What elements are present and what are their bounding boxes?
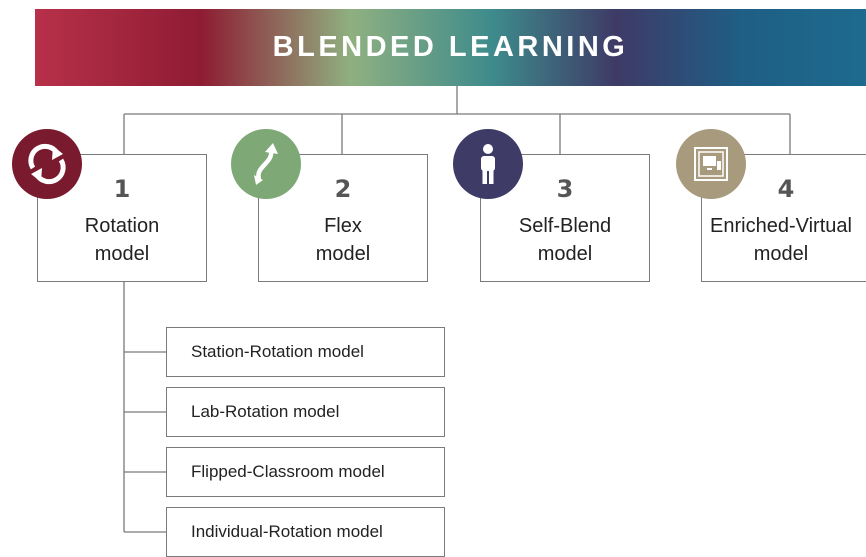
person-icon	[453, 129, 523, 199]
model-number: 3	[556, 175, 574, 203]
submodel-individual-rotation: Individual-Rotation model	[166, 507, 445, 557]
model-name-line2: model	[315, 243, 371, 265]
model-card-rotation: 1 Rotation model	[37, 154, 207, 282]
model-number: 4	[777, 175, 795, 203]
model-name: Enriched-Virtual model	[672, 212, 866, 268]
banner-title: BLENDED LEARNING	[272, 31, 629, 63]
model-name-line2: model	[94, 243, 150, 265]
rotation-cycle-icon	[12, 129, 82, 199]
model-name-line1: Rotation	[84, 215, 160, 237]
submodel-station-rotation: Station-Rotation model	[166, 327, 445, 377]
model-name-line1: Enriched-Virtual	[710, 215, 852, 237]
submodel-lab-rotation: Lab-Rotation model	[166, 387, 445, 437]
banner: BLENDED LEARNING	[35, 9, 866, 86]
model-name-line1: Self-Blend	[518, 215, 612, 237]
computer-screens-icon	[676, 129, 746, 199]
model-number: 1	[113, 175, 131, 203]
model-name-line1: Flex	[324, 215, 362, 237]
model-name: Flex model	[229, 212, 457, 268]
model-name-line2: model	[753, 243, 809, 265]
model-name: Self-Blend model	[451, 212, 679, 268]
model-name: Rotation model	[8, 212, 236, 268]
submodel-flipped-classroom: Flipped-Classroom model	[166, 447, 445, 497]
model-number: 2	[334, 175, 352, 203]
model-name-line2: model	[537, 243, 593, 265]
flex-arrows-icon	[231, 129, 301, 199]
